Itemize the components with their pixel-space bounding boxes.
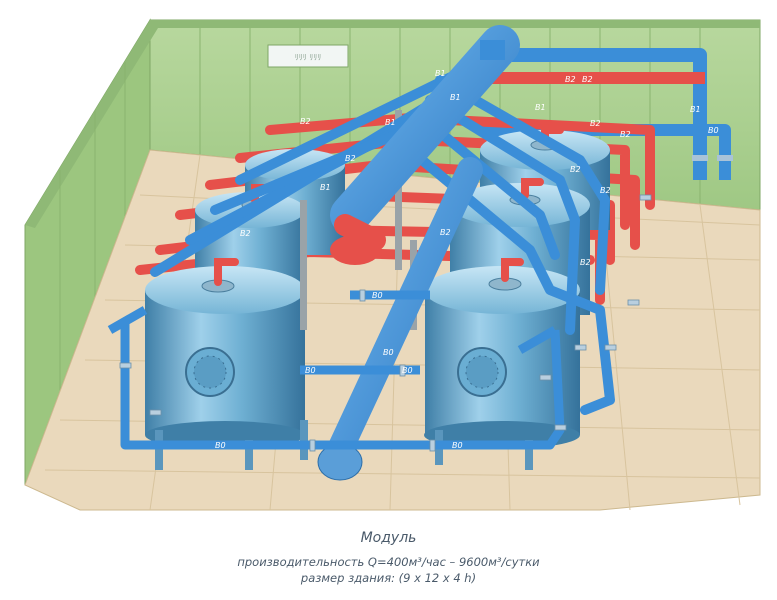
label-b0-bottom-right: B0 — [452, 441, 463, 450]
label-b2-row3: B2 — [620, 130, 631, 139]
pipe-label-group: B1 B1 B1 B1 B1 B1 B2 B2 B2 B2 B2 B2 B2 B… — [215, 69, 719, 450]
label-b0-mid2: B0 — [402, 366, 413, 375]
tank-front-left — [145, 266, 305, 449]
label-b0-mid: B0 — [305, 366, 316, 375]
label-b0-drain: B0 — [383, 348, 394, 357]
label-b2-row8: B2 — [440, 228, 451, 237]
caption-capacity: производительность Q=400м³/час – 9600м³/… — [237, 555, 540, 569]
label-b1-mid: B1 — [385, 118, 396, 127]
label-b2-row5: B2 — [570, 165, 581, 174]
label-b0-back: B0 — [372, 291, 383, 300]
label-b1-header: B1 — [450, 93, 461, 102]
label-b1-right: B1 — [535, 103, 546, 112]
label-b0-bottom-left: B0 — [215, 441, 226, 450]
label-b1-outlet: B1 — [690, 105, 701, 114]
wall-window — [267, 44, 349, 68]
blue-b0-ring — [107, 290, 565, 450]
main-header-pipe — [330, 25, 520, 265]
caption-building-size: размер здания: (9 x 12 x 4 h) — [300, 571, 477, 585]
label-b2-top2: B2 — [582, 75, 593, 84]
label-b2-row4: B2 — [345, 154, 356, 163]
label-b1-top: B1 — [435, 69, 446, 78]
red-tank-inlets — [214, 126, 564, 286]
label-b2-row1: B2 — [300, 117, 311, 126]
pipe-flanges — [119, 194, 652, 452]
label-b2-row9: B2 — [580, 258, 591, 267]
filtration-module-illustration: ﾘﾘﾘ ﾘﾘﾘ — [24, 18, 761, 511]
label-b2-row7: B2 — [240, 229, 251, 238]
label-b0-outlet: B0 — [708, 126, 719, 135]
label-b1-left: B1 — [320, 183, 331, 192]
caption-title: Модуль — [360, 530, 417, 546]
label-b2-row2: B2 — [590, 119, 601, 128]
label-b2-top: B2 — [565, 75, 576, 84]
window-marks: ﾘﾘﾘ ﾘﾘﾘ — [295, 53, 322, 62]
label-b2-row6: B2 — [600, 186, 611, 195]
